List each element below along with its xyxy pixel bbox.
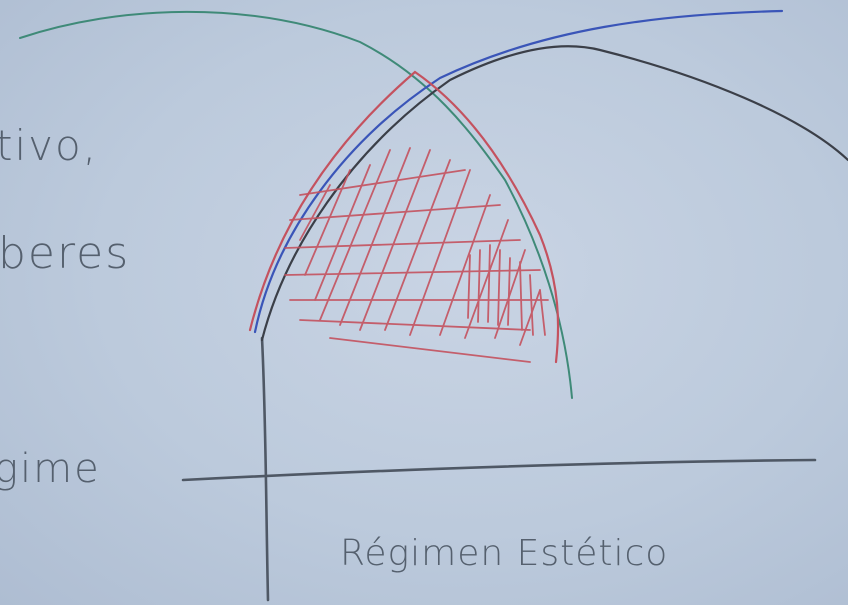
left-label-bottom: gime xyxy=(0,446,101,492)
left-label-middle: beres xyxy=(0,228,130,279)
blue-curve xyxy=(253,9,784,334)
red-boundary xyxy=(248,70,560,364)
vertical-axis xyxy=(260,336,270,602)
dark-curve xyxy=(260,45,848,342)
x-axis-label: Régimen Estético xyxy=(340,533,668,574)
left-label-top: tivo, xyxy=(0,121,98,170)
horizontal-axis xyxy=(181,458,817,482)
green-curve xyxy=(19,10,573,399)
red-hatched-region xyxy=(284,147,549,363)
